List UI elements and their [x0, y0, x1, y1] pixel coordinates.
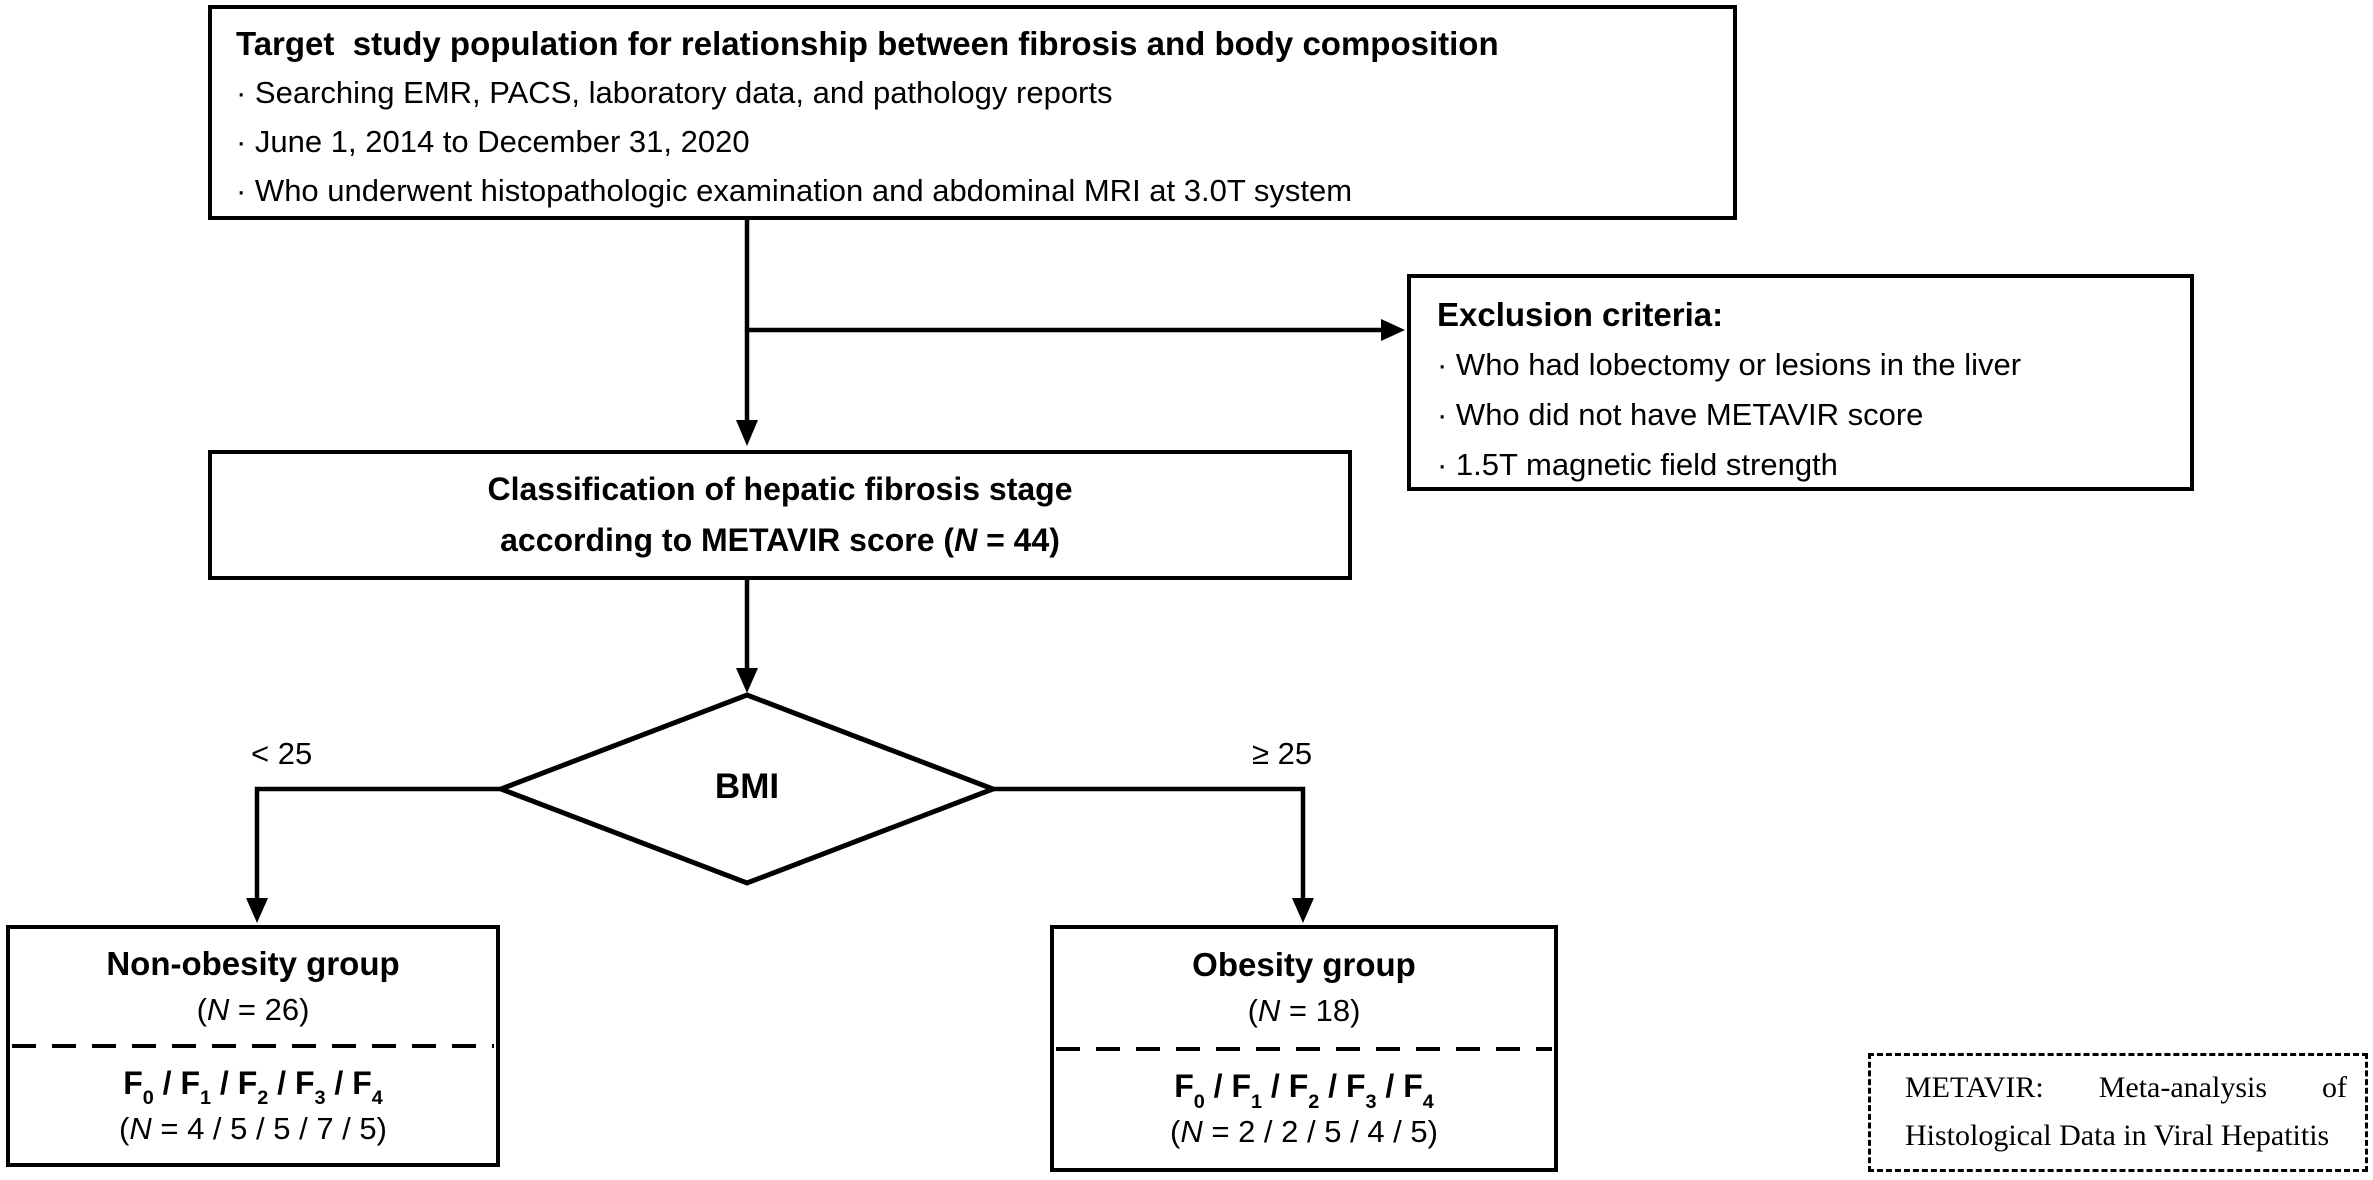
exclusion-criteria-title: Exclusion criteria: [1437, 296, 1724, 333]
bullet-item-mri: · Who underwent histopathologic examinat… [236, 173, 1353, 208]
classification-box: Classification of hepatic fibrosis stage… [208, 450, 1352, 580]
obesity-stage-counts: (N = 2 / 2 / 5 / 4 / 5) [1170, 1114, 1438, 1150]
obesity-group-box: Obesity group (N = 18) F0 / F1 / F2 / F3… [1050, 925, 1558, 1172]
nonobesity-group-detail: F0 / F1 / F2 / F3 / F4 (N = 4 / 5 / 5 / … [10, 1048, 496, 1163]
exclusion-item-lobectomy: · Who had lobectomy or lesions in the li… [1437, 347, 2022, 382]
trunk-arrowhead [736, 420, 758, 446]
nonobesity-dashed-divider [12, 1044, 494, 1048]
nonobesity-group-box: Non-obesity group (N = 26) F0 / F1 / F2 … [6, 925, 500, 1167]
bmi-diamond-label: BMI [714, 767, 780, 806]
obesity-group-detail: F0 / F1 / F2 / F3 / F4 (N = 2 / 2 / 5 / … [1054, 1051, 1554, 1169]
classification-line1: Classification of hepatic fibrosis stage [487, 471, 1073, 507]
obesity-fibrosis-stages: F0 / F1 / F2 / F3 / F4 [1174, 1068, 1434, 1113]
bullet-item-search: · Searching EMR, PACS, laboratory data, … [236, 75, 1113, 110]
classification-arrowhead [736, 668, 758, 693]
metavir-legend-line1: METAVIR: Meta-analysis of [1905, 1071, 2347, 1104]
obesity-group-n: (N = 18) [1247, 992, 1361, 1028]
nonobesity-group-title: Non-obesity group [106, 944, 400, 982]
exclusion-item-field-strength: · 1.5T magnetic field strength [1437, 447, 1838, 482]
obesity-dashed-divider [1056, 1046, 1552, 1051]
metavir-legend-line2: Histological Data in Viral Hepatitis [1905, 1119, 2330, 1152]
bullet-item-dates: · June 1, 2014 to December 31, 2020 [236, 124, 750, 159]
target-population-title: Target study population for relationship… [236, 25, 1499, 62]
exclusion-criteria-box: Exclusion criteria: · Who had lobectomy … [1407, 274, 2194, 491]
target-population-box: Target study population for relationship… [208, 5, 1737, 220]
exclusion-arrowhead [1381, 319, 1405, 341]
left-branch-line [254, 786, 503, 901]
right-branch-arrowhead [1292, 898, 1314, 923]
nonobesity-fibrosis-stages: F0 / F1 / F2 / F3 / F4 [123, 1064, 383, 1109]
nonobesity-stage-counts: (N = 4 / 5 / 5 / 7 / 5) [119, 1110, 387, 1146]
nonobesity-group-header: Non-obesity group (N = 26) [10, 929, 496, 1044]
classification-line2: according to METAVIR score (N = 44) [500, 522, 1060, 558]
branch-label-ge25: ≥ 25 [1252, 736, 1313, 771]
obesity-group-header: Obesity group (N = 18) [1054, 929, 1554, 1047]
left-branch-arrowhead [246, 898, 268, 923]
obesity-group-title: Obesity group [1192, 945, 1416, 983]
nonobesity-group-n: (N = 26) [196, 991, 310, 1027]
branch-label-lt25: < 25 [251, 736, 313, 771]
exclusion-item-metavir: · Who did not have METAVIR score [1437, 397, 1924, 432]
metavir-legend-box: METAVIR: Meta-analysis of Histological D… [1868, 1053, 2368, 1172]
right-branch-line [991, 786, 1306, 901]
